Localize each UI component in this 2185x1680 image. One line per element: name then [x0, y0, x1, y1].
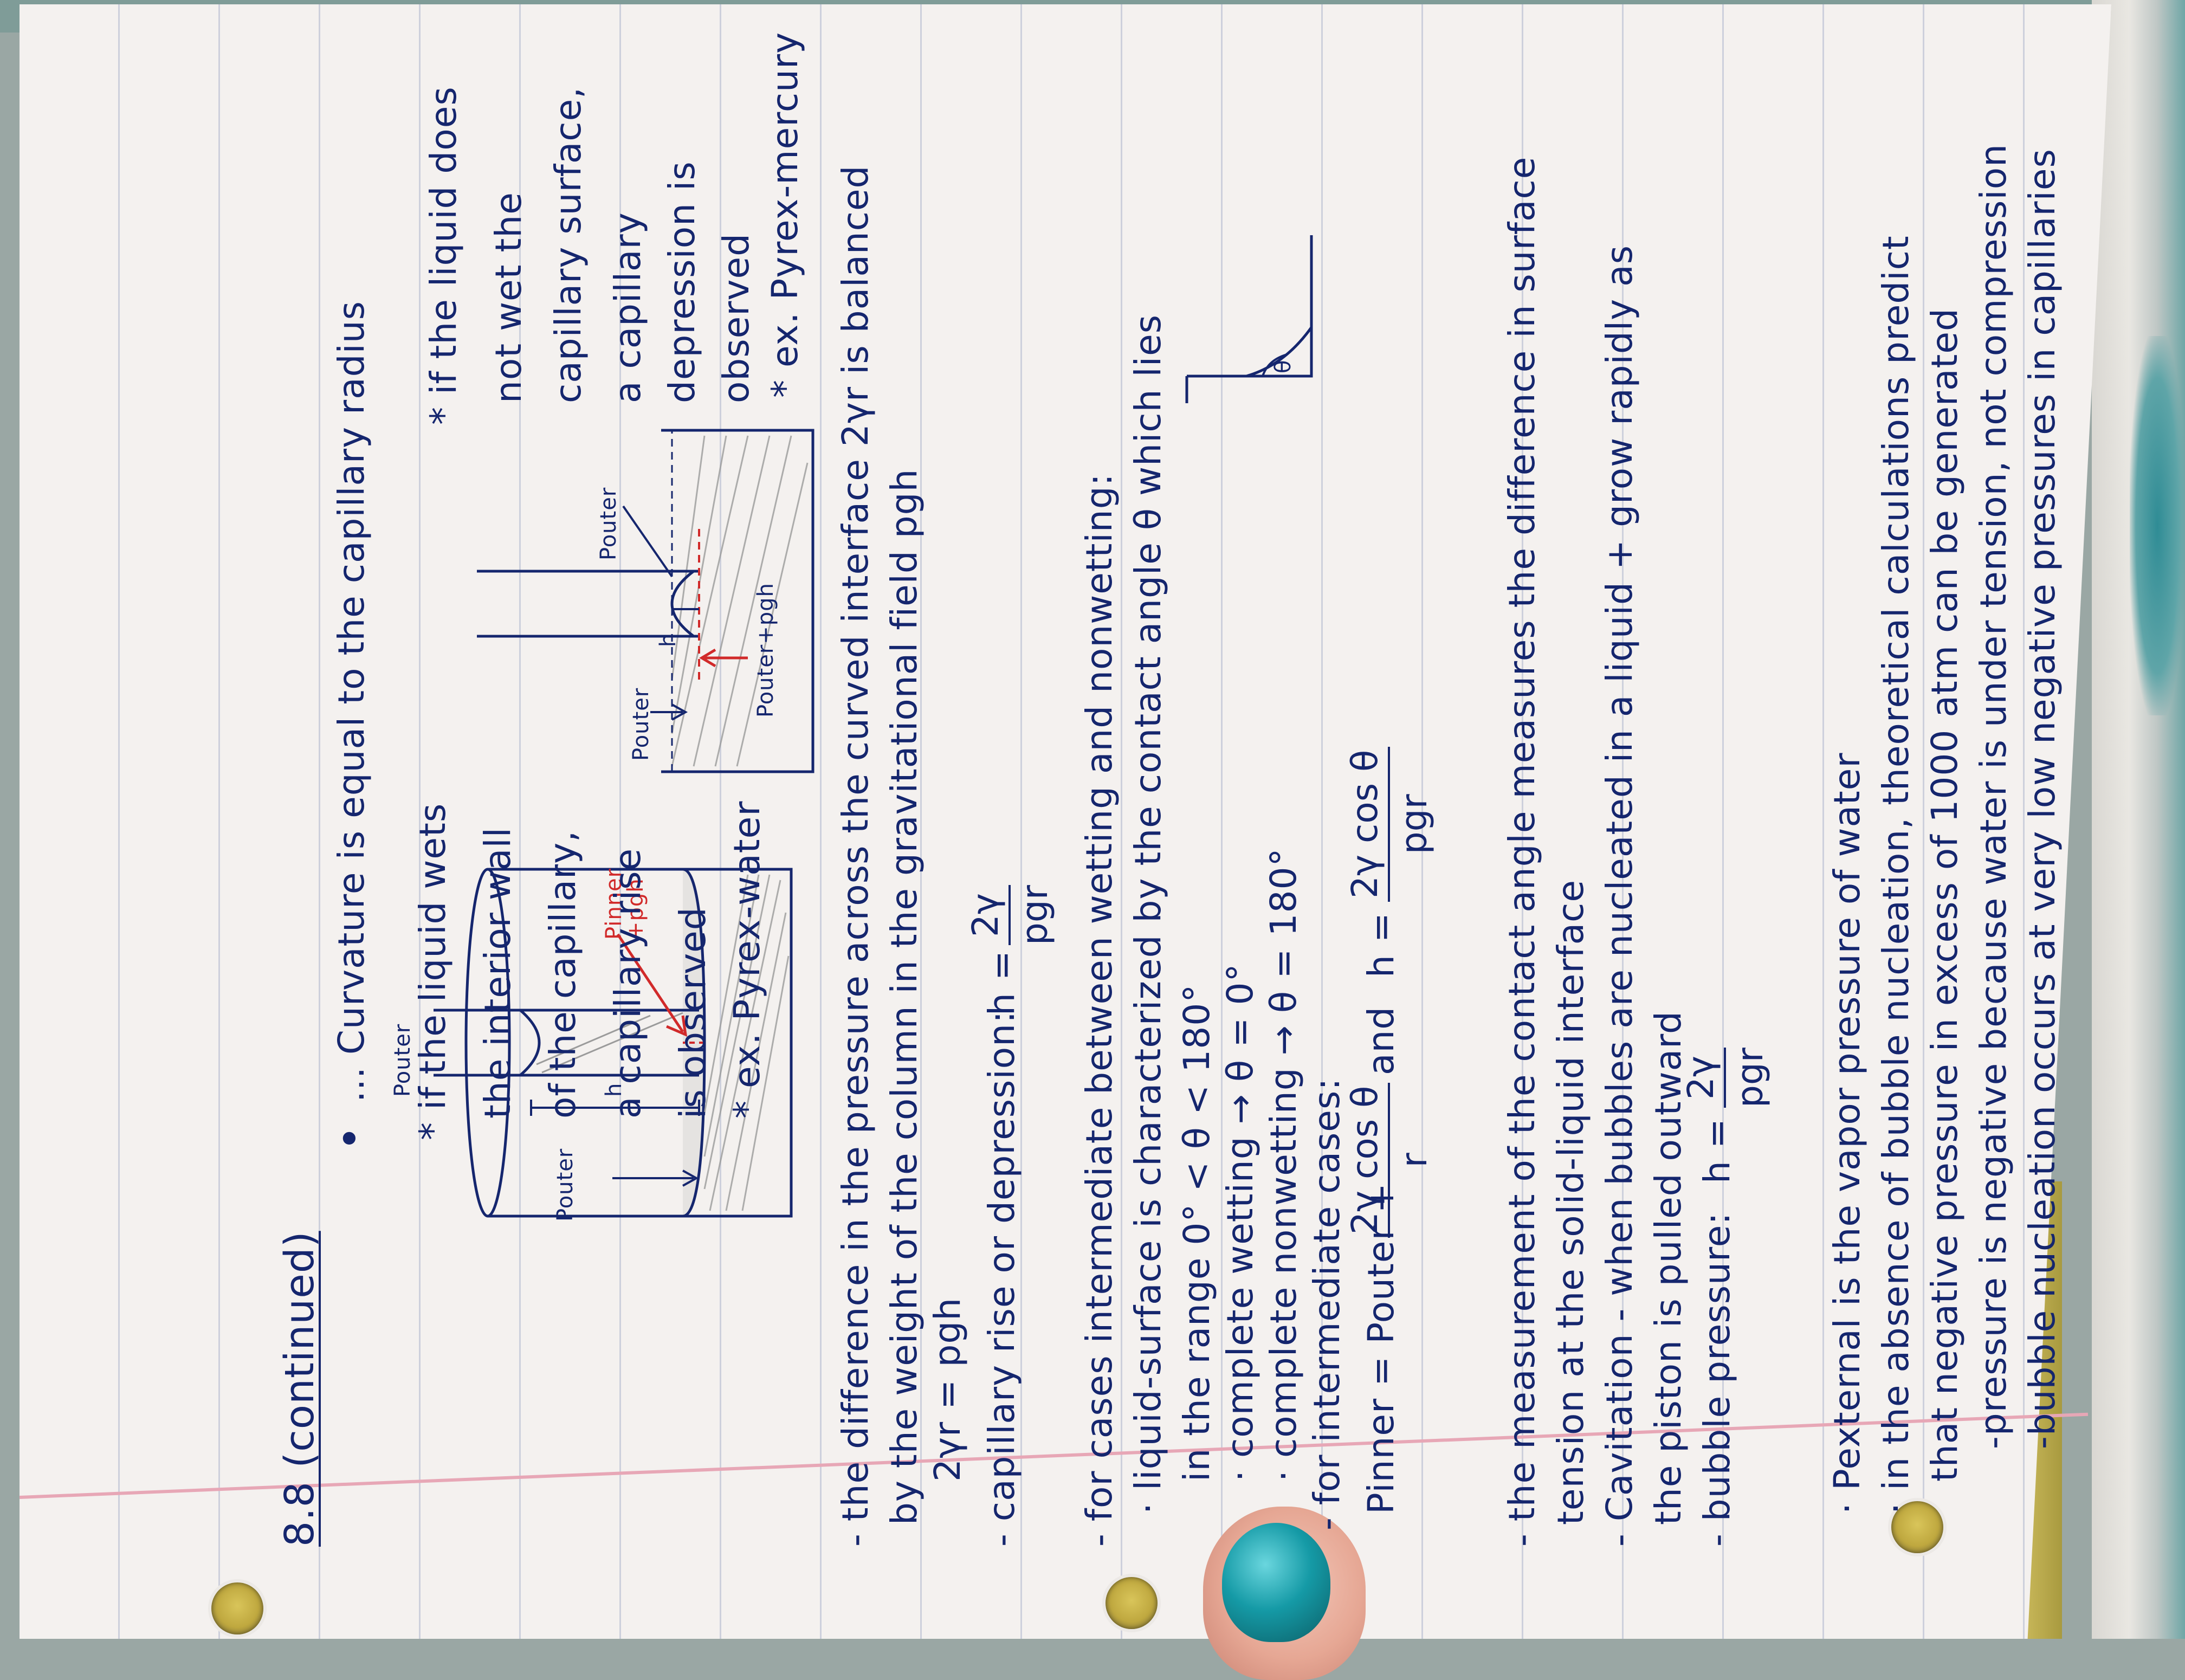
body-line-11: - the measurement of the contact angle m…	[1501, 156, 1543, 1547]
punch-hole-1	[1106, 1577, 1158, 1629]
thumb-nail-polish	[1222, 1523, 1330, 1642]
body-line-19: -pressure is negative because water is u…	[1973, 144, 2014, 1449]
handwritten-notes-lower: - the measurement of the contact angle m…	[1501, 144, 2063, 1547]
body-line-12: tension at the solid-liquid interface	[1550, 880, 1592, 1525]
capillary-rise-diagram	[434, 868, 793, 1218]
bubble-h-lhs: h =	[1696, 1117, 1738, 1184]
punch-hole-3	[1891, 1501, 1943, 1553]
contact-angle-diagram	[1185, 235, 1313, 403]
body-line-17: · in the absence of bubble nucleation, t…	[1875, 235, 1917, 1514]
punch-hole-2	[211, 1582, 263, 1634]
body-line-13: - Cavitation - when bubbles are nucleate…	[1599, 245, 1640, 1547]
body-line-16: · Pexternal is the vapor pressure of wat…	[1826, 752, 1868, 1514]
body-line-15: - bubble pressure:	[1696, 1212, 1738, 1547]
capillary-depression-diagram	[477, 429, 814, 773]
body-line-20: -bubble nucleation occurs at very low ne…	[2021, 148, 2063, 1449]
body-line-18: that negative pressure in excess of 1000…	[1924, 308, 1966, 1482]
notebook-page	[20, 4, 2111, 1639]
handwritten-notes: 8.8 (continued) • ... Curvature is equal…	[276, 32, 1435, 1547]
bubble-fraction: 2γ pgr	[1680, 1048, 1771, 1108]
bubble-numerator: 2γ	[1680, 1048, 1726, 1108]
background-teal-fabric	[2130, 336, 2185, 715]
bubble-denominator: pgr	[1729, 1048, 1771, 1108]
background-blanket	[2092, 0, 2185, 1639]
